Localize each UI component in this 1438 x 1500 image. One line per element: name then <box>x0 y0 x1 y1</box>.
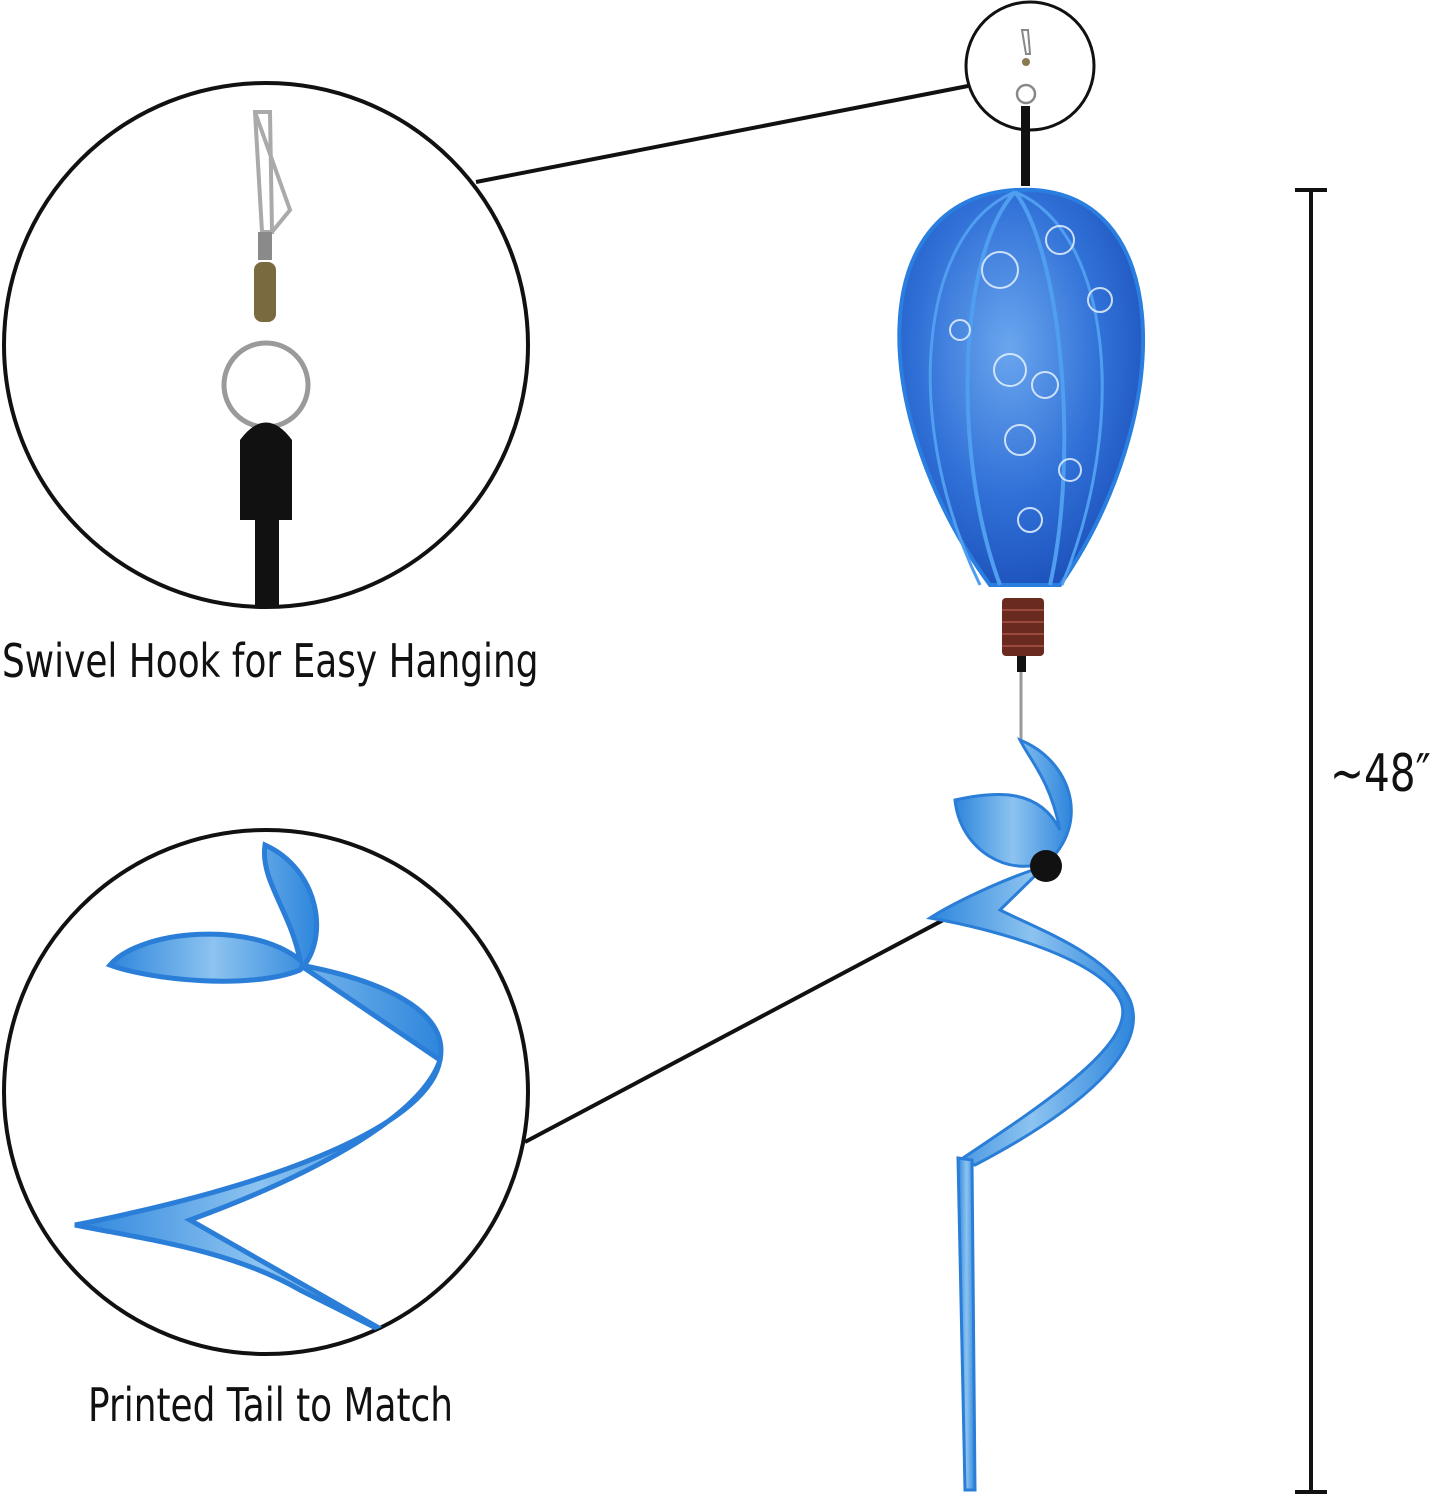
hook-small-circle <box>964 0 1096 186</box>
hook-callout-label: Swivel Hook for Easy Hanging <box>2 634 539 688</box>
spiral-tail <box>925 737 1135 1492</box>
tail-callout-label: Printed Tail to Match <box>88 1378 454 1432</box>
height-dimension-bar <box>1295 188 1327 1494</box>
height-label: ~48″ <box>1330 744 1431 804</box>
balloon <box>897 187 1145 740</box>
tail-attachment-dot <box>1030 850 1062 882</box>
hook-callout-line <box>475 84 969 184</box>
tail-detail-circle <box>2 828 530 1356</box>
hook-detail-circle <box>2 81 530 609</box>
